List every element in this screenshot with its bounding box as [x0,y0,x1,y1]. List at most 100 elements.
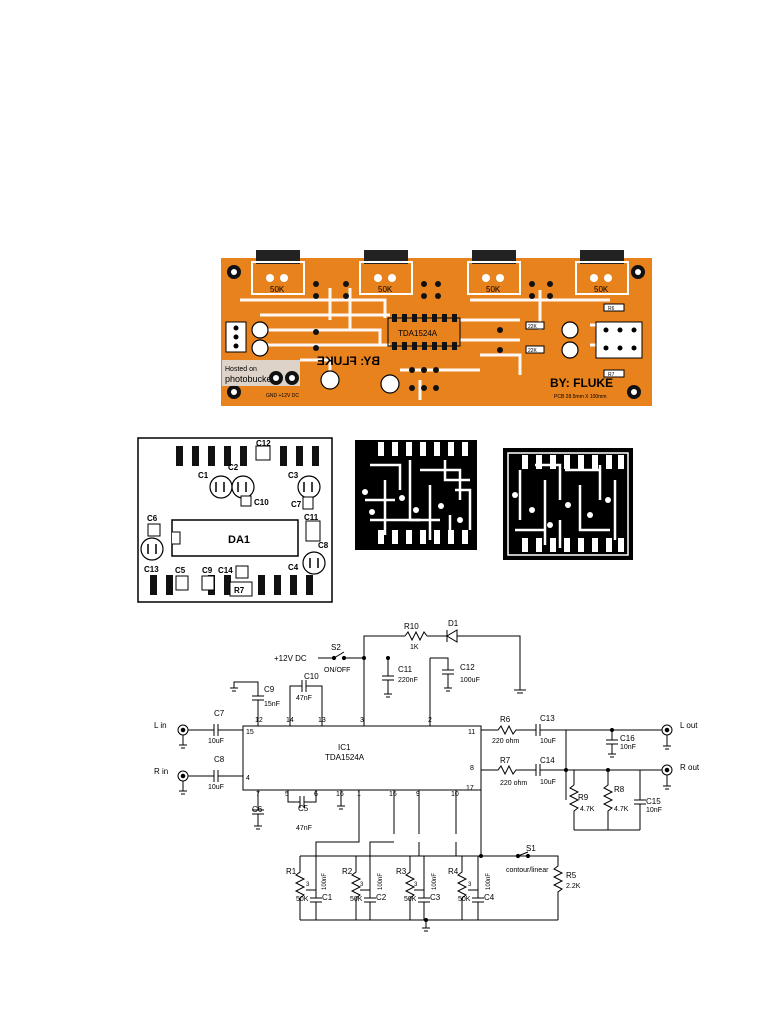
c9-value: 15nF [264,701,280,708]
c11-value: 220nF [398,677,418,684]
pot-r2-value: 50K [350,896,363,903]
pot-r4-label: R4 [448,867,459,876]
pot-label-1: 50K [270,285,285,294]
pin-8: 8 [470,765,474,772]
mounting-holes [227,265,645,399]
pin-17: 17 [466,785,474,792]
c15-value: 10nF [646,807,662,814]
d1-label: D1 [448,619,459,628]
pot-r3-label: R3 [396,867,407,876]
pin-16b: 16 [389,791,397,798]
c16-label: C16 [620,734,635,743]
r-out-label: R out [680,763,700,772]
c6-label: C6 [252,805,263,814]
watermark-line1: Hosted on [225,366,257,373]
l-in-label: L in [154,721,167,730]
pcb-r-label-3: R6 [608,306,615,312]
pcb-connectors [225,321,643,359]
layout-c1: C1 [198,471,209,480]
pin-13: 13 [318,717,326,724]
c5-value: 47nF [296,825,312,832]
pcb-r-label-4: R7 [608,372,615,378]
layout-chip-label: DA1 [228,534,250,546]
pin-15: 15 [246,729,254,736]
pin-7: 7 [256,791,260,798]
c10-label: C10 [304,672,319,681]
pin-11: 11 [468,729,475,736]
r7-value: 220 ohm [500,780,527,787]
layout-c9: C9 [202,566,213,575]
pot-r4-wiper: 3 [468,882,472,888]
r10-label: R10 [404,622,419,631]
ic1-body [242,725,482,791]
layout-small-caps [147,445,321,597]
pot-c2-label: C2 [376,893,387,902]
pot-c4-label: C4 [484,893,495,902]
layout-c10: C10 [254,498,269,507]
pot-r3-wiper: 3 [414,882,418,888]
pin-3: 3 [360,717,364,724]
pot-group [294,856,484,920]
layout-c7: C7 [291,500,302,509]
layout-caps [140,475,326,575]
pcb-r-label-1: 22K [528,324,538,330]
pin-4: 4 [246,775,250,782]
pot-c3-label: C3 [430,893,441,902]
s2-label: S2 [331,643,341,652]
r6-label: R6 [500,715,511,724]
pot-r1-value: 50K [296,896,309,903]
r9-value: 4.7K [580,806,595,813]
pin-14: 14 [286,717,294,724]
c14-value: 10uF [540,779,556,786]
layout-c11: C11 [304,513,319,522]
pot-c3-value: 100nF [432,873,438,890]
pcb-size-note: PCB 28.5mm X 100mm [554,394,607,400]
layout-r7: R7 [234,586,245,595]
layout-c13: C13 [144,565,159,574]
pcb-pots [251,250,629,295]
layout-c2: C2 [228,463,239,472]
supply-label: +12V DC [274,654,307,663]
pin-9: 9 [416,791,420,798]
c8-value: 10uF [208,784,224,791]
pcb-author-mirror: BY: FLUKE [317,354,380,368]
c7-value: 10uF [208,738,224,745]
r10-value: 1K [410,644,419,651]
pcb-board: 50K 50K 50K 50K TDA1524A [221,250,652,406]
r8-value: 4.7K [614,806,629,813]
layout-c6: C6 [147,514,158,523]
pin-10: 10 [451,791,459,798]
pcb-traces-view-2 [503,448,633,560]
l-out-label: L out [680,721,698,730]
layout-c5: C5 [175,566,186,575]
pcb-r-label-2: 22K [528,348,538,354]
s1-label: S1 [526,844,536,853]
pin-12: 12 [255,717,263,724]
layout-c12: C12 [256,439,271,448]
pot-c4-value: 100nF [486,873,492,890]
c8-label: C8 [214,755,225,764]
c16-value: 10nF [620,744,636,751]
ic-part: TDA1524A [325,753,365,762]
pot-r2-wiper: 3 [360,882,364,888]
pot-r2-label: R2 [342,867,353,876]
pin-6: 6 [314,791,318,798]
layout-top-pads [176,446,319,466]
pot-c1-label: C1 [322,893,333,902]
pot-label-2: 50K [378,285,393,294]
pot-r1-wiper: 3 [306,882,310,888]
r9-label: R9 [578,793,589,802]
watermark-line2: photobucket [225,374,275,384]
c9-label: C9 [264,685,275,694]
pcb-traces-view-1 [355,440,477,550]
pcb-power-label: GND +12V DC [266,393,299,399]
r7-label: R7 [500,756,511,765]
pin-5: 5 [285,791,289,798]
c15-label: C15 [646,797,661,806]
s1-text: contour/linear [506,867,549,874]
c10-value: 47nF [296,695,312,702]
pcb-pads [313,281,553,391]
c12-value: 100uF [460,677,480,684]
c13-label: C13 [540,714,555,723]
